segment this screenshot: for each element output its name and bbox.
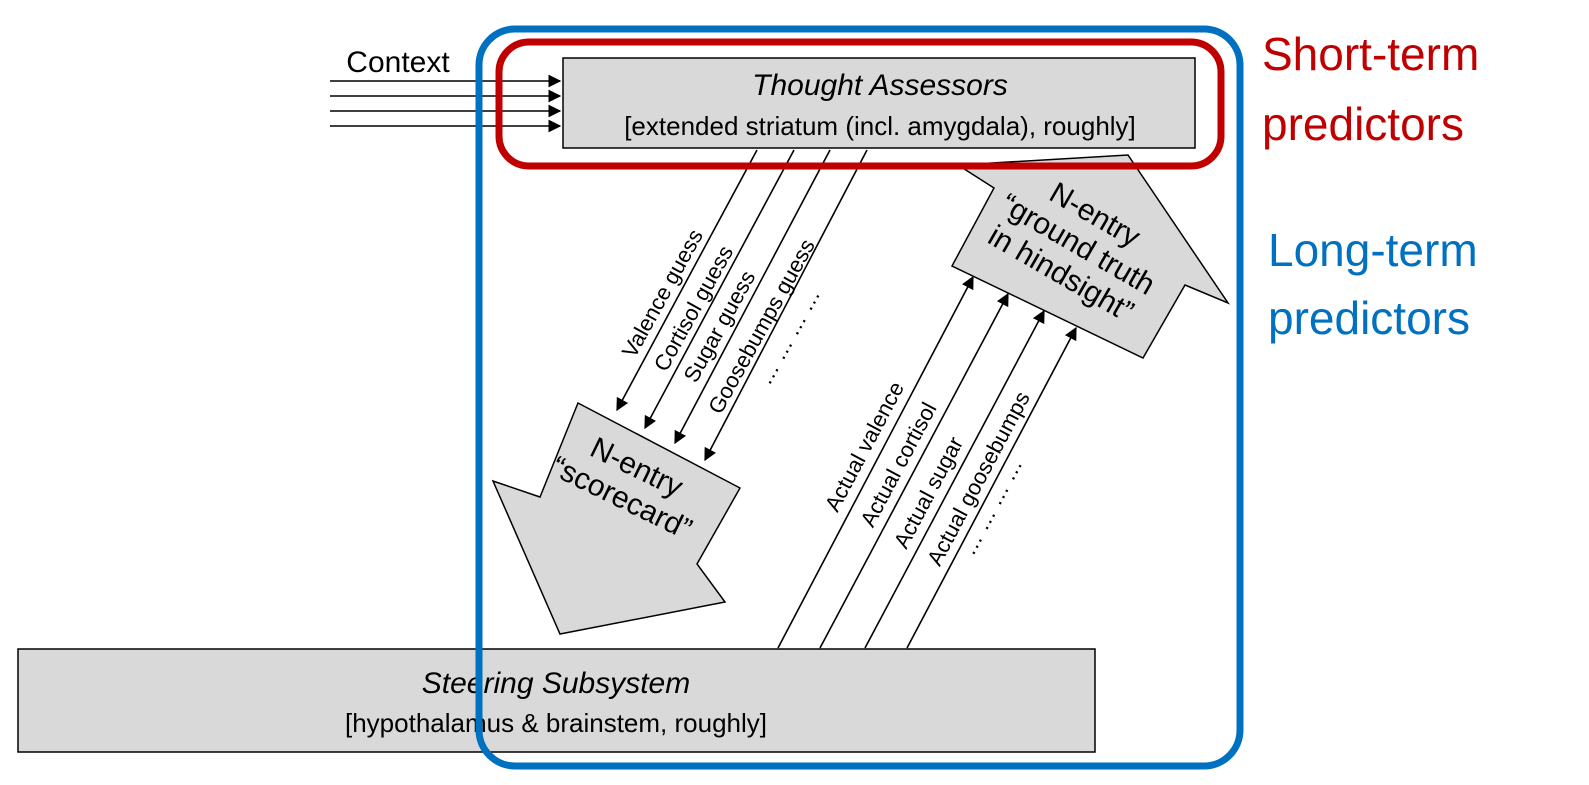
long-term-outline — [475, 25, 1244, 770]
sugar-guess-arrow — [674, 149, 831, 445]
long-term-line1: Long-term — [1268, 224, 1478, 276]
long-term-line2: predictors — [1268, 292, 1470, 344]
context-arrows — [330, 74, 562, 133]
scorecard-arrow: N-entry “scorecard” — [491, 401, 742, 635]
actual-arrows — [777, 275, 1077, 649]
ground-truth-arrow: N-entry “ground truth in hindsight” — [950, 154, 1231, 359]
steering-subsystem-subtitle: [hypothalamus & brainstem, roughly] — [345, 708, 767, 738]
thought-assessors-box — [562, 57, 1196, 149]
actual-sugar-arrow — [864, 309, 1045, 649]
goosebumps-guess-arrow — [704, 149, 868, 462]
actual-valence-arrow — [777, 275, 974, 649]
short-term-line1: Short-term — [1262, 28, 1479, 80]
guess-arrows — [616, 149, 868, 462]
actual-labels: Actual valence Actual cortisol Actual su… — [820, 377, 1035, 569]
cortisol-guess-arrow — [644, 149, 795, 430]
thought-assessors-subtitle: [extended striatum (incl. amygdala), rou… — [624, 111, 1136, 141]
actual-cortisol-arrow — [819, 292, 1009, 649]
actual-goosebumps-arrow — [906, 326, 1077, 649]
context-label: Context — [346, 46, 450, 79]
thought-assessors-title: Thought Assessors — [752, 69, 1008, 102]
short-term-line2: predictors — [1262, 98, 1464, 150]
guess-labels: Valence guess Cortisol guess Sugar guess… — [617, 225, 825, 418]
steering-subsystem-box — [17, 648, 1096, 753]
valence-guess-arrow — [616, 149, 758, 412]
short-term-outline — [495, 38, 1225, 170]
steering-subsystem-title: Steering Subsystem — [422, 667, 690, 700]
